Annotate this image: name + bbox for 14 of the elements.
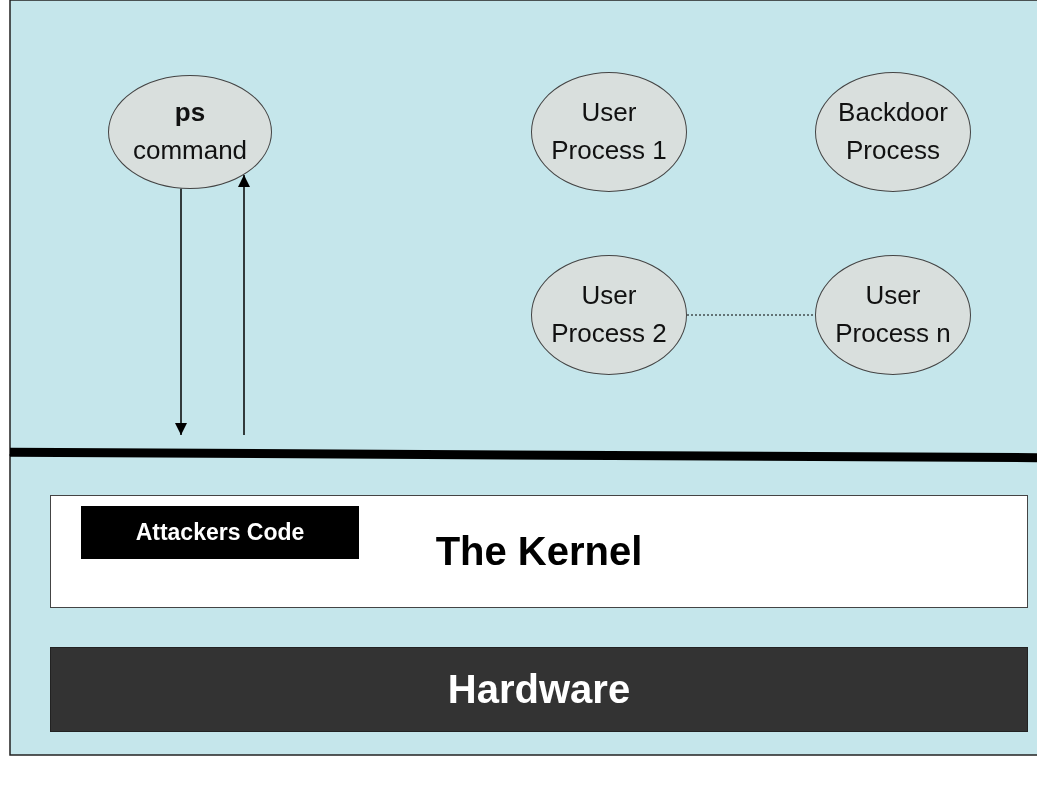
node-label: Backdoor Process (837, 96, 949, 167)
arrow (238, 174, 250, 436)
node-label: The Kernel (435, 529, 643, 574)
node-label: Hardware (447, 667, 631, 712)
hardware-box (50, 647, 1028, 732)
node-label: User Process n (834, 279, 952, 350)
attacker-code-box (81, 506, 359, 559)
dotted-line (686, 314, 816, 316)
node-label: User Process 2 (550, 279, 668, 350)
node-label: Attackers Code (135, 519, 305, 546)
arrow (175, 187, 187, 436)
node-label: ps command (131, 96, 249, 167)
kernel-box (50, 495, 1028, 608)
node-label: User Process 1 (550, 96, 668, 167)
